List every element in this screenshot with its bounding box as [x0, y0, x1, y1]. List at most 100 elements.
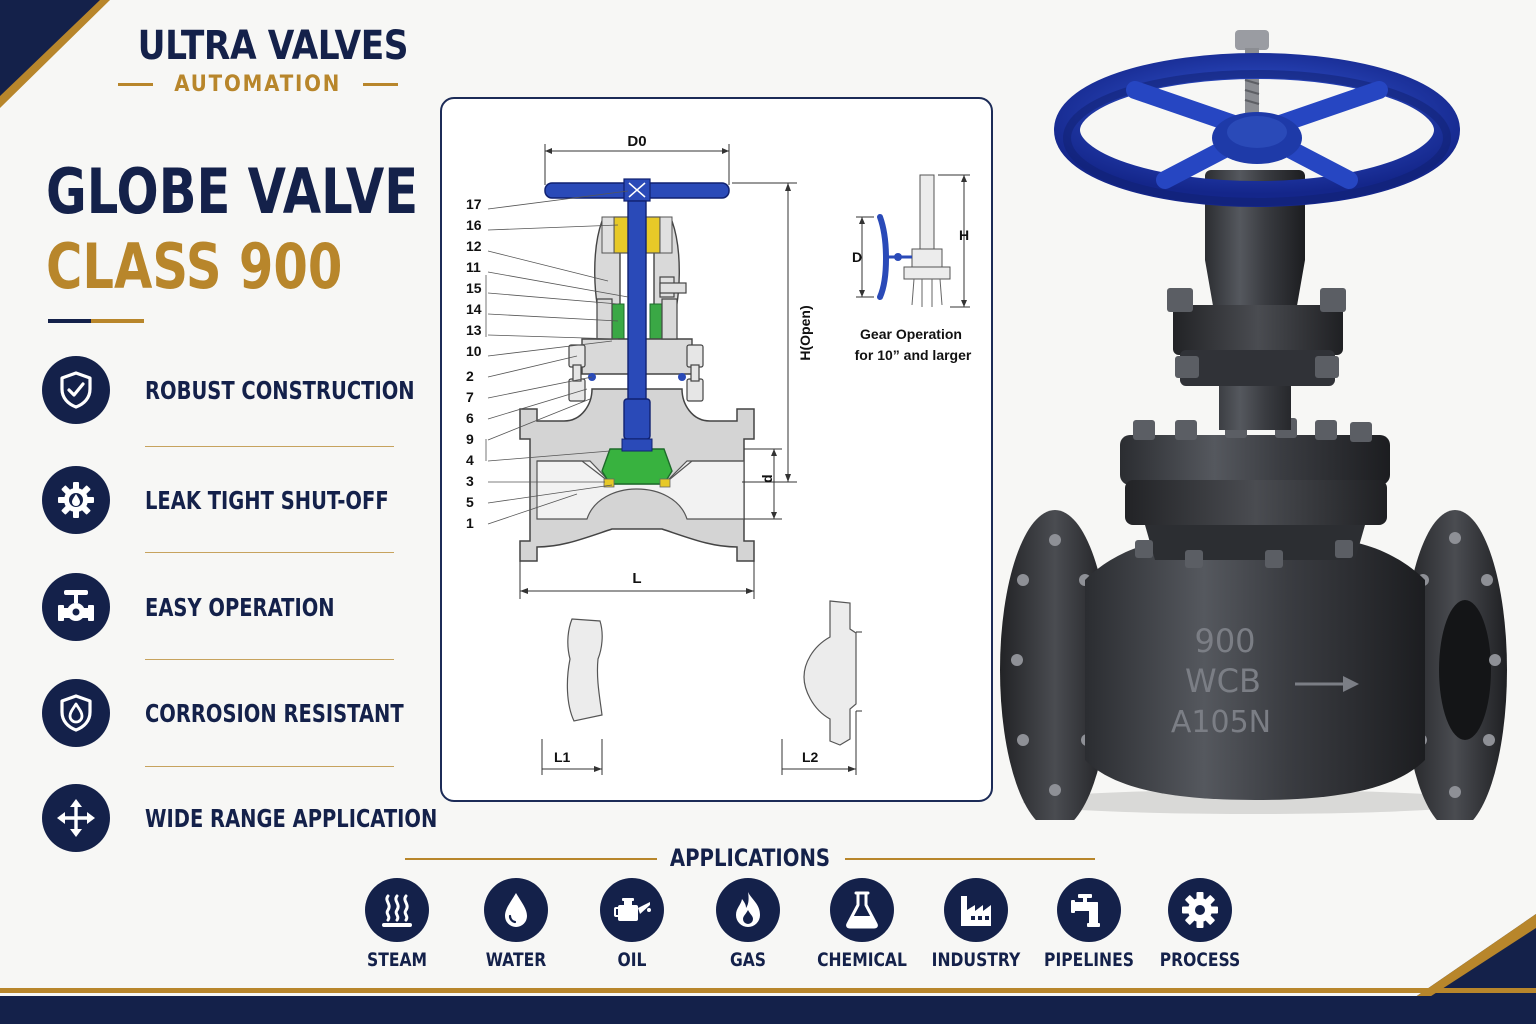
handwheel [1054, 53, 1460, 207]
application-label: PIPELINES [1044, 949, 1134, 971]
application-oil: OIL [582, 878, 682, 978]
feature-easy-operation: EASY OPERATION [42, 573, 394, 641]
brand-name: ULTRA VALVES [137, 23, 409, 69]
valve-handle-icon [58, 590, 94, 621]
application-gas: GAS [698, 878, 798, 978]
application-label: PROCESS [1159, 949, 1241, 971]
product-class: CLASS 900 [46, 230, 343, 303]
feature-label: ROBUST CONSTRUCTION [145, 376, 415, 405]
water-drop-icon [505, 893, 527, 927]
feature-icon-circle [42, 573, 110, 641]
part-number: 13 [466, 322, 482, 338]
feature-leak-tight: LEAK TIGHT SHUT-OFF [42, 466, 394, 534]
gear-dimension-h-label: H [959, 227, 969, 243]
title-rule [48, 319, 144, 323]
part-number: 15 [466, 280, 482, 296]
feature-label: WIDE RANGE APPLICATION [145, 804, 438, 833]
application-icon-circle [830, 878, 894, 942]
technical-diagram-panel: D0 [440, 97, 993, 802]
feature-icon-circle [42, 466, 110, 534]
feature-label: EASY OPERATION [145, 593, 335, 622]
application-icon-circle [1168, 878, 1232, 942]
dimension-d-label: d [759, 474, 775, 483]
feature-label: CORROSION RESISTANT [145, 699, 404, 728]
feature-corrosion-resistant: CORROSION RESISTANT [42, 679, 404, 747]
gear-caption-line1: Gear Operation [860, 326, 962, 342]
gear-operation-drawing [877, 174, 951, 307]
part-number: 1 [466, 515, 474, 531]
application-label: INDUSTRY [931, 949, 1021, 971]
feature-divider [145, 659, 394, 660]
application-pipelines: PIPELINES [1039, 878, 1139, 978]
factory-icon [961, 896, 991, 926]
feature-divider [145, 766, 394, 767]
bottom-band [0, 988, 1536, 1024]
feature-icon-circle [42, 784, 110, 852]
brand-subtitle: AUTOMATION [174, 72, 342, 97]
gear-icon [1182, 892, 1218, 928]
application-steam: STEAM [347, 878, 447, 978]
shield-drop-icon [60, 694, 92, 732]
application-label: STEAM [366, 949, 428, 971]
application-icon-circle [1057, 878, 1121, 942]
gear-caption-line2: for 10” and larger [855, 347, 972, 363]
application-icon-circle [716, 878, 780, 942]
steam-icon [382, 894, 412, 927]
application-icon-circle [365, 878, 429, 942]
application-process: PROCESS [1150, 878, 1250, 978]
valve-body [1085, 540, 1425, 800]
part-number: 17 [466, 196, 482, 212]
applications-line-right [845, 858, 1095, 860]
globe-valve-illustration: 900 WCB A105N [1000, 30, 1507, 820]
feature-icon-circle [42, 679, 110, 747]
shield-check-icon [60, 371, 92, 409]
part-number: 9 [466, 431, 474, 447]
brand-logo: ULTRA VALVES AUTOMATION [118, 22, 409, 97]
brand-line-left [118, 83, 154, 86]
application-icon-circle [484, 878, 548, 942]
application-water: WATER [466, 878, 566, 978]
application-industry: INDUSTRY [926, 878, 1026, 978]
feature-icon-circle [42, 356, 110, 424]
feature-divider [145, 446, 394, 447]
brand-subtitle-row: AUTOMATION [118, 72, 398, 97]
pipe-icon [1071, 894, 1100, 927]
part-number: 4 [466, 452, 474, 468]
flow-arrow-icon [1295, 676, 1359, 692]
oil-can-icon [614, 898, 651, 921]
dimension-length-label: L [632, 570, 641, 587]
dimension-l2-label: L2 [802, 749, 819, 765]
part-number: 14 [466, 301, 482, 317]
dimension-height-label: H(Open) [797, 305, 813, 360]
applications-header: APPLICATIONS [405, 842, 1095, 876]
feature-divider [145, 552, 394, 553]
applications-title: APPLICATIONS [669, 844, 831, 872]
application-label: CHEMICAL [817, 949, 907, 971]
application-icon-circle [600, 878, 664, 942]
feature-label: LEAK TIGHT SHUT-OFF [145, 486, 389, 515]
part-number: 7 [466, 389, 474, 405]
part-number: 6 [466, 410, 474, 426]
feature-robust-construction: ROBUST CONSTRUCTION [42, 356, 415, 424]
butt-weld-end-profile [566, 618, 603, 722]
gear-drop-icon [58, 482, 94, 518]
valve-stem [627, 200, 647, 432]
application-chemical: CHEMICAL [812, 878, 912, 978]
feature-wide-range: WIDE RANGE APPLICATION [42, 784, 437, 852]
part-number: 16 [466, 217, 482, 233]
gear-dimension-d-label: D [852, 249, 862, 265]
part-number: 10 [466, 343, 482, 359]
application-label: OIL [617, 949, 647, 971]
application-label: GAS [729, 949, 767, 971]
bonnet-flange [1120, 435, 1390, 485]
part-number: 5 [466, 494, 474, 510]
part-number: 12 [466, 238, 482, 254]
brand-line-right [362, 83, 398, 86]
cross-section-drawing: D0 [466, 133, 972, 775]
dimension-d0-label: D0 [627, 133, 646, 150]
part-number: 3 [466, 473, 474, 489]
flame-icon [736, 892, 760, 927]
dimension-l1-label: L1 [554, 749, 571, 765]
application-label: WATER [485, 949, 547, 971]
marking-class: 900 [1194, 622, 1255, 660]
